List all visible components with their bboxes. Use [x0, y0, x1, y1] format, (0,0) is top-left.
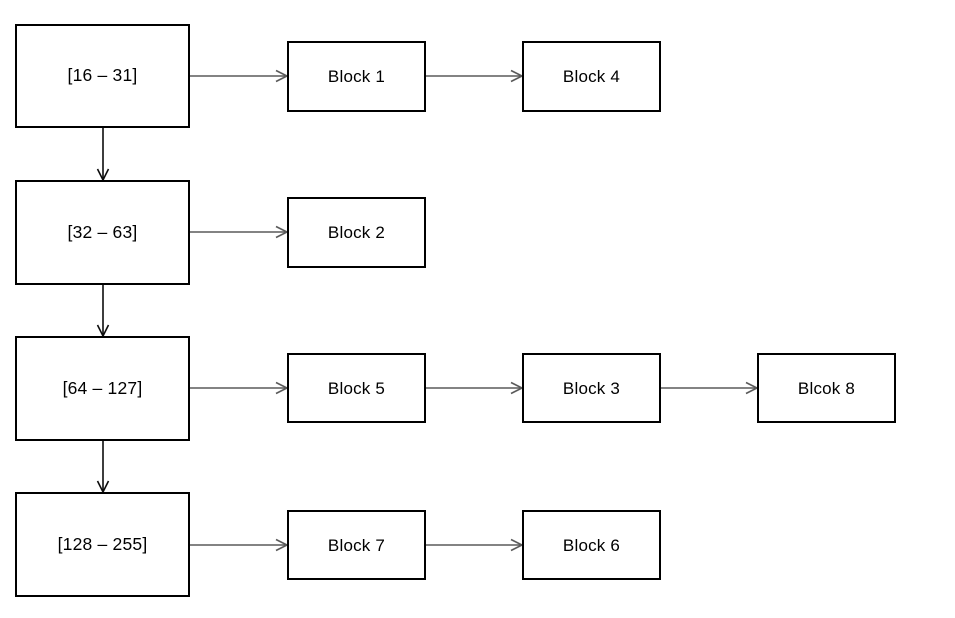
- edge-arrowhead-icon: [275, 381, 289, 395]
- node-label: Block 5: [327, 378, 386, 398]
- node-label: Block 6: [562, 535, 621, 555]
- node-range-64-127[interactable]: [64 – 127]: [15, 336, 190, 441]
- edge-arrowhead-icon: [96, 324, 110, 338]
- edge-edge-block5-to-block3: [426, 381, 524, 395]
- edge-arrowhead-icon: [510, 381, 524, 395]
- node-label: [64 – 127]: [62, 377, 143, 398]
- node-label: Blcok 8: [797, 378, 856, 398]
- edge-arrowhead-icon: [745, 381, 759, 395]
- edge-edge-range32-to-range64: [96, 285, 110, 338]
- edge-arrowhead-icon: [275, 69, 289, 83]
- edge-edge-range16-to-range32: [96, 128, 110, 182]
- edge-edge-range64-to-range128: [96, 441, 110, 494]
- node-label: [16 – 31]: [67, 65, 138, 86]
- node-block-3[interactable]: Block 3: [522, 353, 661, 423]
- node-block-7[interactable]: Block 7: [287, 510, 426, 580]
- node-label: Block 1: [327, 67, 386, 86]
- node-block-4[interactable]: Block 4: [522, 41, 661, 112]
- node-label: Block 3: [562, 378, 621, 398]
- node-label: [128 – 255]: [57, 533, 148, 554]
- edge-arrowhead-icon: [96, 168, 110, 182]
- edge-edge-block3-to-block8: [661, 381, 759, 395]
- edge-edge-range128-to-block7: [190, 538, 289, 552]
- edge-arrowhead-icon: [275, 225, 289, 239]
- node-label: Block 7: [327, 535, 386, 555]
- edge-edge-block7-to-block6: [426, 538, 524, 552]
- edge-arrowhead-icon: [510, 69, 524, 83]
- node-label: Block 2: [327, 223, 386, 242]
- node-block-6[interactable]: Block 6: [522, 510, 661, 580]
- edge-arrowhead-icon: [510, 538, 524, 552]
- node-block-1[interactable]: Block 1: [287, 41, 426, 112]
- edge-edge-block1-to-block4: [426, 69, 524, 83]
- node-label: [32 – 63]: [67, 221, 138, 242]
- node-block-8[interactable]: Blcok 8: [757, 353, 896, 423]
- node-range-32-63[interactable]: [32 – 63]: [15, 180, 190, 285]
- node-block-2[interactable]: Block 2: [287, 197, 426, 268]
- edge-edge-range32-to-block2: [190, 225, 289, 239]
- node-block-5[interactable]: Block 5: [287, 353, 426, 423]
- node-label: Block 4: [562, 67, 621, 86]
- edge-edge-range16-to-block1: [190, 69, 289, 83]
- node-range-16-31[interactable]: [16 – 31]: [15, 24, 190, 128]
- edge-arrowhead-icon: [96, 480, 110, 494]
- edge-arrowhead-icon: [275, 538, 289, 552]
- node-range-128-255[interactable]: [128 – 255]: [15, 492, 190, 597]
- edge-edge-range64-to-block5: [190, 381, 289, 395]
